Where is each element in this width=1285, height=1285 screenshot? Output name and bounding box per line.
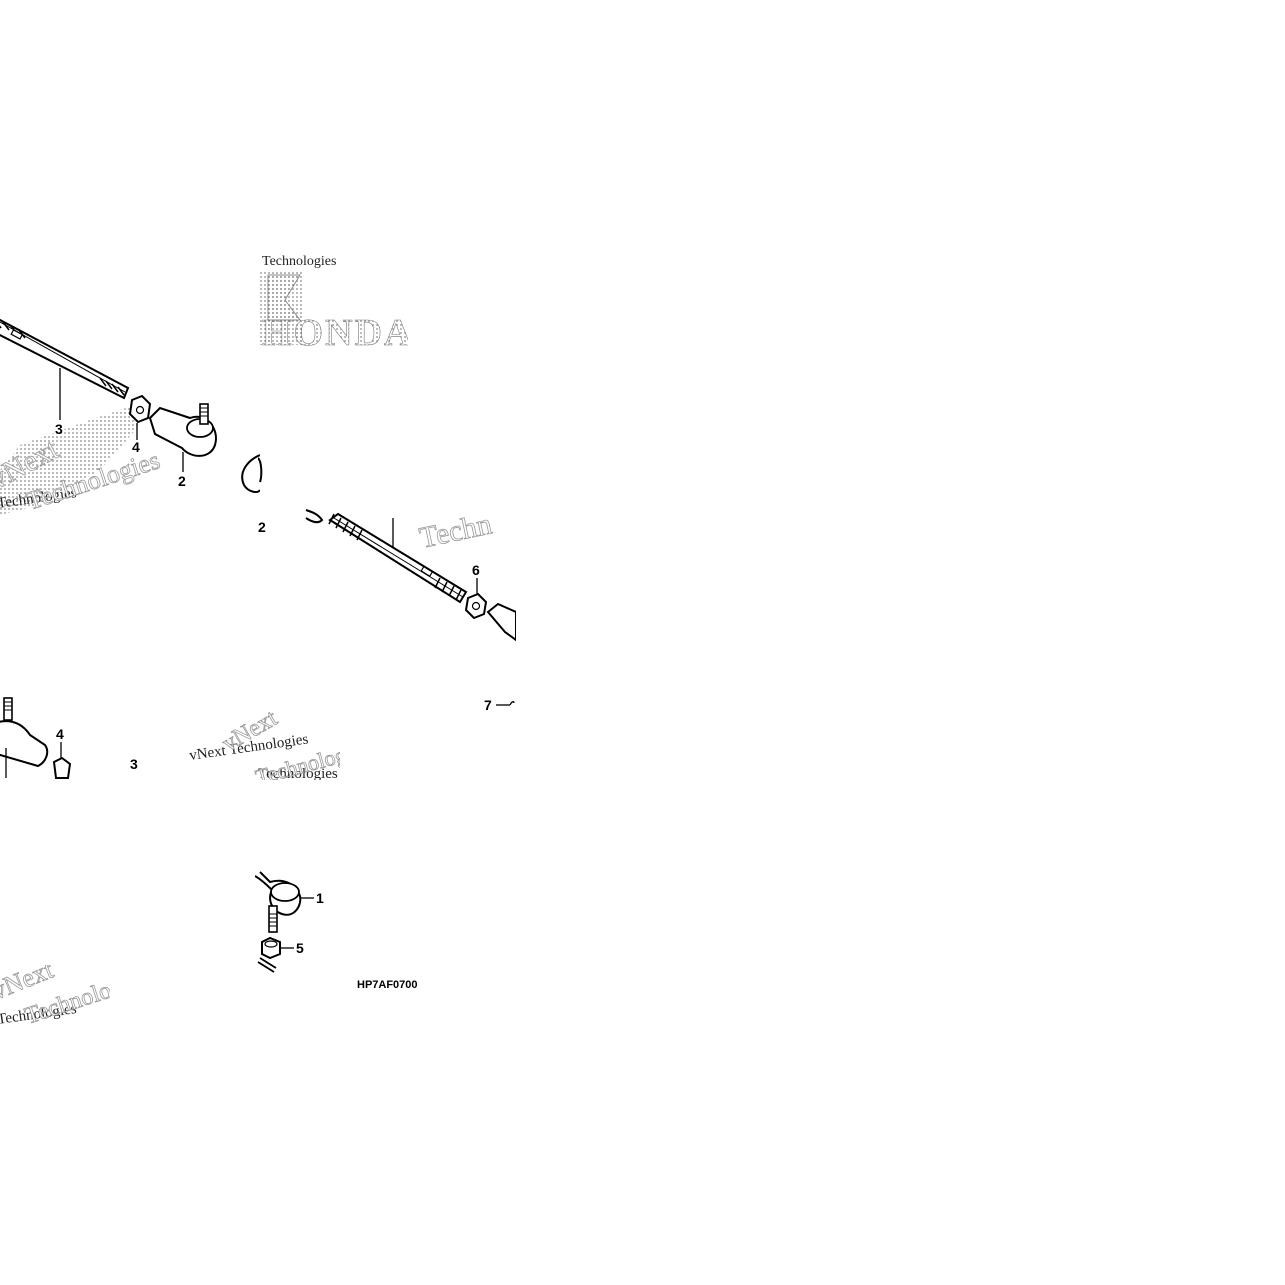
watermark-text: Technologies (258, 766, 338, 782)
callout-part-6: 6 (472, 562, 480, 578)
tie-rod-shaft (0, 318, 130, 400)
upper-tie-rod-assembly: 3 4 2 vNext Technologies Technologies (0, 318, 260, 515)
callout-part-4: 4 (56, 726, 64, 742)
callout-part-5: 5 (296, 940, 304, 956)
callout-part-2: 2 (178, 473, 186, 489)
honda-logo: HONDA Technologies (258, 254, 413, 354)
tie-rod-shaft (328, 512, 468, 604)
callout-part-7: 7 (484, 697, 492, 713)
watermark-text: Techn (417, 507, 495, 554)
lock-nut (52, 756, 72, 779)
watermark-bottom-left: vNext Technologies Technologies (0, 965, 110, 1030)
figure-code: HP7AF0700 (357, 979, 418, 991)
callout-part-3: 3 (130, 756, 138, 772)
tie-rod-end (148, 403, 217, 457)
middle-tie-rod-assembly: 2 6 7 Techn (258, 457, 516, 713)
callout-part-2: 2 (258, 519, 266, 535)
watermark-text: Technologies (262, 254, 336, 269)
callout-part-1: 1 (316, 890, 324, 906)
callout-part-4: 4 (132, 439, 140, 455)
callout-part-3: 3 (55, 421, 63, 437)
brand-logo-text: HONDA (262, 312, 413, 354)
lower-tie-rod-assembly: 4 3 vNext Technologies vNext Technologie… (0, 697, 340, 782)
ball-joint-assembly: 1 5 (255, 871, 324, 973)
cotter-pin (257, 957, 277, 973)
